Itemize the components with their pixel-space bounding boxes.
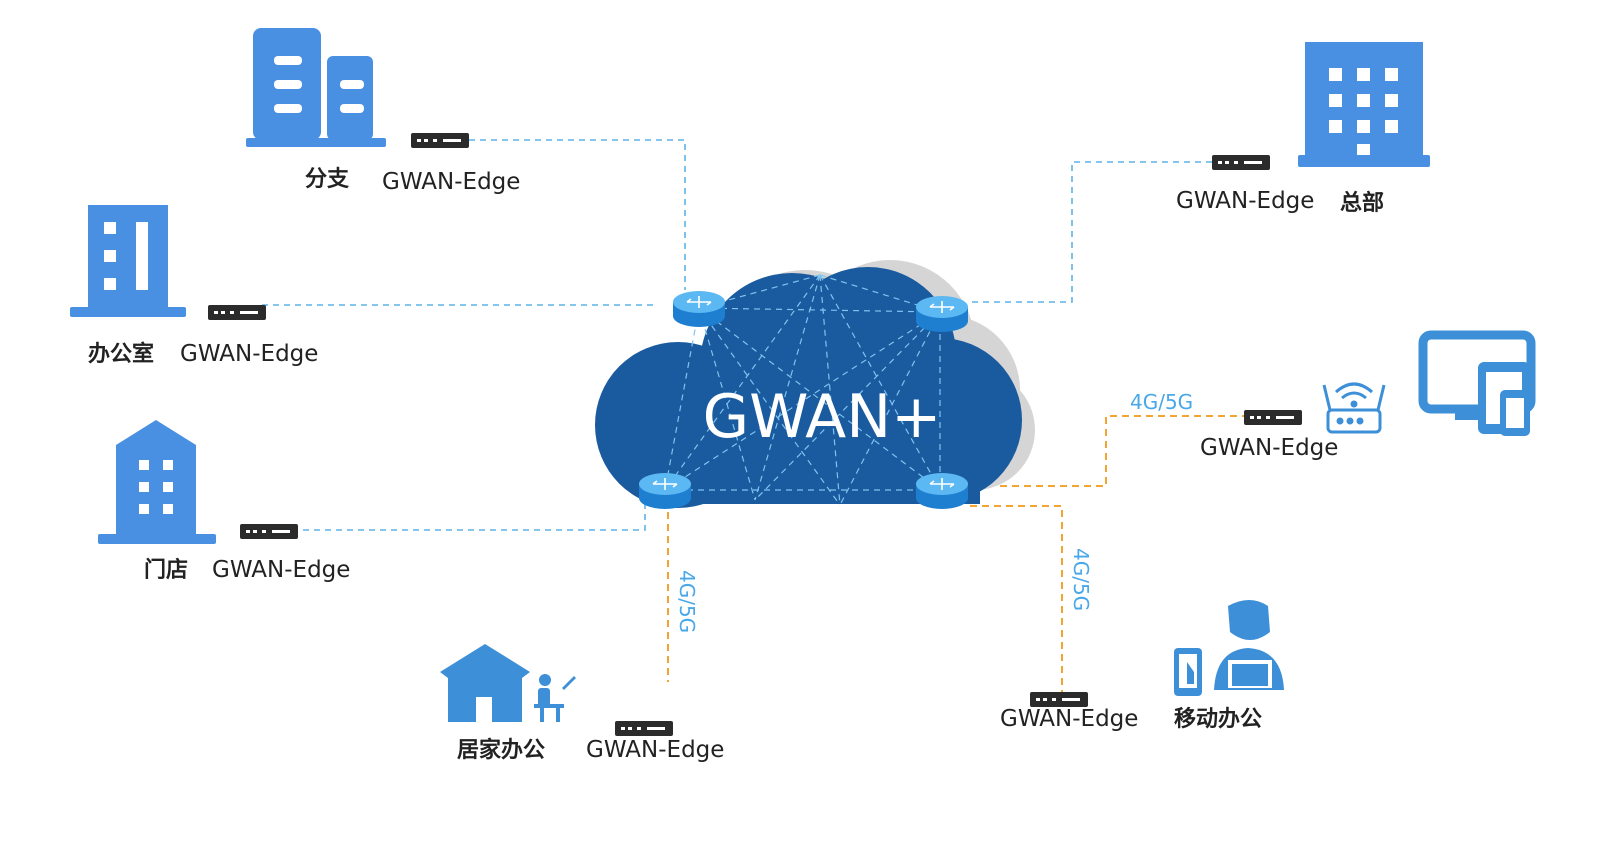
site-mobile-office: 4G/5G GWAN-Edge 移动办公 [1000, 548, 1284, 732]
office-building-icon [70, 205, 186, 317]
mobile-4g-label: 4G/5G [1069, 548, 1093, 611]
site-branch: 分支 GWAN-Edge [246, 28, 520, 195]
gwan-edge-device-icon [1244, 410, 1302, 425]
link-branch [458, 139, 686, 290]
office-label: 办公室 [88, 341, 154, 367]
branch-label: 分支 [305, 167, 350, 192]
gwan-edge-device-icon [240, 524, 298, 539]
headquarters-edge-label: GWAN-Edge [1176, 188, 1314, 214]
gwan-edge-device-icon [615, 721, 673, 736]
home-office-4g-label: 4G/5G [675, 570, 699, 633]
smartphone-touch-icon [1174, 648, 1202, 696]
link-store [292, 500, 646, 531]
mobile-office-label: 移动办公 [1174, 706, 1262, 732]
store-building-icon [98, 420, 216, 544]
gwan-edge-device-icon [1030, 692, 1088, 707]
site-home-office: 居家办公 GWAN-Edge 4G/5G [440, 570, 724, 763]
site-office: 办公室 GWAN-Edge [70, 205, 318, 367]
wifi-4g-label: 4G/5G [1130, 390, 1193, 414]
house-icon [440, 644, 530, 722]
branch-edge-label: GWAN-Edge [382, 169, 520, 195]
router-icon [639, 473, 691, 509]
link-mobile-4g [970, 505, 1063, 692]
connection-lines [262, 139, 1252, 692]
headquarters-building-icon [1298, 42, 1430, 167]
user-with-laptop-icon [1214, 600, 1284, 690]
person-at-desk-icon [534, 674, 576, 722]
site-store: 门店 GWAN-Edge [98, 420, 350, 583]
headquarters-label: 总部 [1340, 190, 1384, 216]
router-icon [916, 296, 968, 332]
gwan-cloud: GWAN+ [595, 260, 1035, 509]
link-wifi-4g [1000, 415, 1252, 487]
store-edge-label: GWAN-Edge [212, 557, 350, 583]
office-edge-label: GWAN-Edge [180, 341, 318, 367]
mobile-edge-label: GWAN-Edge [1000, 706, 1138, 732]
store-label: 门店 [144, 557, 188, 583]
cloud-title: GWAN+ [703, 382, 942, 452]
gwan-edge-device-icon [1212, 155, 1270, 170]
link-headquarters [970, 161, 1212, 303]
monitor-tablet-phone-icon [1418, 330, 1536, 436]
gwan-edge-device-icon [411, 133, 469, 148]
router-icon [673, 291, 725, 327]
site-headquarters: GWAN-Edge 总部 [1176, 42, 1430, 216]
wifi-edge-label: GWAN-Edge [1200, 435, 1338, 461]
home-office-edge-label: GWAN-Edge [586, 737, 724, 763]
branch-building-icon [246, 28, 386, 147]
site-wireless-devices: 4G/5G GWAN-Edge [1130, 330, 1536, 461]
router-icon [916, 473, 968, 509]
wifi-router-icon [1322, 382, 1386, 434]
home-office-label: 居家办公 [457, 737, 545, 763]
gwan-edge-device-icon [208, 305, 266, 320]
